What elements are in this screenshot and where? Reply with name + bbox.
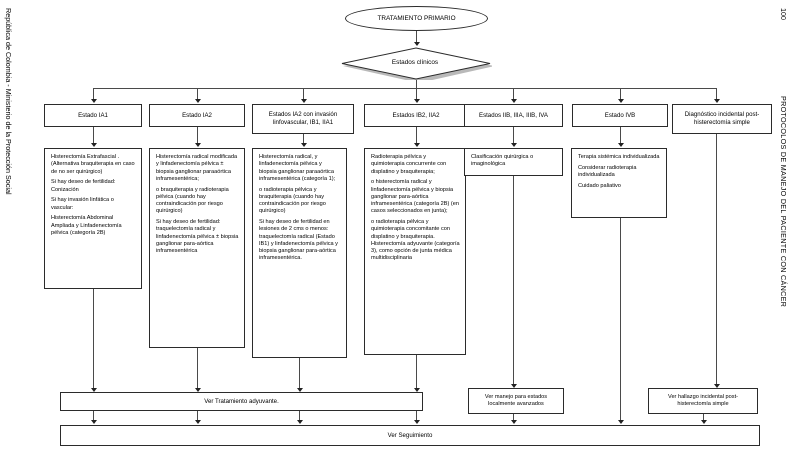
arrow-start-to-decision xyxy=(413,42,420,46)
arrow-ia2lv-to-adyuvante xyxy=(296,388,303,392)
bus-drop-7 xyxy=(716,88,717,101)
decision-label-wrap: Estados clínicos xyxy=(391,59,439,66)
connector-adyuvante-drop-4 xyxy=(416,411,417,422)
left-running-head: República de Colombia - Ministerio de la… xyxy=(4,8,13,195)
stage-box-diagnostico-incidental[interactable]: Diagnóstico incidental post-histerectomí… xyxy=(672,104,774,136)
stage-box-iib-iva[interactable]: Estados IIB, IIIA, IIIB, IVA xyxy=(464,104,565,129)
treatment-paragraph: Histerectomía radical, y linfadenectomía… xyxy=(259,154,336,182)
connector-ib2-to-adyuvante xyxy=(416,355,417,390)
treatment-paragraph: Histerectomía Extrafascial . (Alternativ… xyxy=(51,154,135,175)
start-terminator: TRATAMIENTO PRIMARIO xyxy=(345,6,490,33)
connector-ia1-to-adyuvante xyxy=(93,289,94,390)
arrow-iib-to-localmente xyxy=(510,384,517,388)
connector-ia1-to-treatment xyxy=(93,127,94,145)
decision-estados-clinicos: Estados clínicos xyxy=(341,47,492,80)
outcome-box-hallazgo-incidental[interactable]: Ver hallazgo incidental post-histerectom… xyxy=(648,388,760,416)
connector-iib-to-localmente xyxy=(513,176,514,386)
connector-iib-to-treatment xyxy=(513,127,514,145)
stage-box-ib2-iia2[interactable]: Estados IB2, IIA2 xyxy=(364,104,470,129)
bus-drop-2 xyxy=(197,88,198,101)
connector-localmente-to-seguimiento xyxy=(513,414,514,422)
bus-drop-4 xyxy=(416,88,417,101)
connector-adyuvante-drop-2 xyxy=(197,411,198,422)
outcome-box-seguimiento[interactable]: Ver Seguimiento xyxy=(60,425,760,446)
arrow-ivb-to-seguimiento xyxy=(617,420,624,424)
arrow-ia1-to-treatment xyxy=(90,143,97,147)
connector-decision-down xyxy=(416,80,417,88)
arrow-ivb-to-treatment xyxy=(617,143,624,147)
connector-ia2lv-to-treatment xyxy=(303,134,304,145)
connector-ia2-to-adyuvante xyxy=(197,348,198,390)
arrow-hallazgo-to-seguimiento xyxy=(700,420,707,424)
treatment-paragraph: Terapia sistémica individualizada xyxy=(578,154,660,160)
outcome-box-tratamiento-adyuvante[interactable]: Ver Tratamiento adyuvante. xyxy=(60,392,423,411)
arrow-bus-6 xyxy=(617,99,624,103)
arrow-bus-7 xyxy=(713,99,720,103)
connector-adyuvante-drop-1 xyxy=(93,411,94,422)
treatment-paragraph: Si hay deseo de fertilidad: Conización xyxy=(51,179,116,193)
stage-box-ia2[interactable]: Estado IA2 xyxy=(149,104,247,129)
arrow-adyuvante-drop-2 xyxy=(194,420,201,424)
arrow-bus-5 xyxy=(510,99,517,103)
arrow-bus-1 xyxy=(90,99,97,103)
arrow-ia1-to-adyuvante xyxy=(90,388,97,392)
connector-ia2lv-to-adyuvante xyxy=(299,358,300,390)
treatment-paragraph: Si hay invasión linfática o vascular: xyxy=(51,197,114,211)
page-number: 100 xyxy=(779,8,788,20)
diamond-shape xyxy=(341,47,492,80)
treatment-paragraph: Si hay deseo de fertilidad en lesiones d… xyxy=(259,219,338,262)
arrow-adyuvante-drop-3 xyxy=(296,420,303,424)
treatment-box-ia2[interactable]: Histerectomía radical modificada y linfa… xyxy=(149,148,247,350)
bus-drop-1 xyxy=(93,88,94,101)
treatment-paragraph: Cuidado paliativo xyxy=(578,182,621,189)
bus-drop-6 xyxy=(620,88,621,101)
treatment-box-ia2-linfovascular[interactable]: Histerectomía radical, y linfadenectomía… xyxy=(252,148,349,360)
stage-box-ia2-linfovascular[interactable]: Estados IA2 con invasión linfovascular, … xyxy=(252,104,356,136)
treatment-paragraph: Si hay deseo de fertilidad: traquelectom… xyxy=(156,219,239,255)
treatment-box-ib2-iia2[interactable]: Radioterapia pélvica y quimioterapia con… xyxy=(364,148,468,357)
treatment-paragraph: o radioterapia pélvica y quimioterapia c… xyxy=(371,219,460,262)
connector-ivb-to-seguimiento xyxy=(620,218,621,422)
arrow-bus-2 xyxy=(194,99,201,103)
treatment-paragraph: Considerar radioterapia individualizada xyxy=(578,164,637,179)
treatment-paragraph: Histerectomía radical modificada y linfa… xyxy=(156,154,238,182)
arrow-incidental-to-hallazgo xyxy=(713,384,720,388)
right-running-head: PROTOCOLOS DE MANEJO DEL PACIENTE CON CÁ… xyxy=(779,96,788,308)
distribution-bus xyxy=(93,88,716,89)
bus-drop-5 xyxy=(513,88,514,101)
outcome-box-localmente-avanzados[interactable]: Ver manejo para estados localmente avanz… xyxy=(468,388,566,416)
arrow-ib2-to-treatment xyxy=(413,143,420,147)
arrow-adyuvante-drop-1 xyxy=(90,420,97,424)
treatment-paragraph: o histerectomía radical y linfadenectomí… xyxy=(371,179,459,215)
treatment-paragraph: Clasificación quirúrgica o imaginológica xyxy=(471,154,534,168)
treatment-paragraph: Histerectomía Abdominal Ampliada y Linfa… xyxy=(51,215,122,236)
treatment-box-ia1[interactable]: Histerectomía Extrafascial . (Alternativ… xyxy=(44,148,144,291)
treatment-paragraph: o radioterapia pélvica y braquiterapia (… xyxy=(259,186,326,215)
stage-box-ivb[interactable]: Estado IVB xyxy=(572,104,670,129)
connector-start-to-decision xyxy=(416,31,417,45)
connector-hallazgo-to-seguimiento xyxy=(703,414,704,422)
arrow-adyuvante-drop-4 xyxy=(413,420,420,424)
connector-ib2-to-treatment xyxy=(416,127,417,145)
arrow-ib2-to-adyuvante xyxy=(413,388,420,392)
treatment-box-ivb[interactable]: Terapia sistémica individualizada Consid… xyxy=(571,148,669,220)
connector-incidental-to-hallazgo xyxy=(716,134,717,386)
arrow-localmente-to-seguimiento xyxy=(510,420,517,424)
arrow-iib-to-treatment xyxy=(510,143,517,147)
stage-box-ia1[interactable]: Estado IA1 xyxy=(44,104,144,129)
arrow-ia2-to-adyuvante xyxy=(194,388,201,392)
connector-ia2-to-treatment xyxy=(197,127,198,145)
bus-drop-3 xyxy=(303,88,304,101)
arrow-bus-4 xyxy=(413,99,420,103)
connector-adyuvante-drop-3 xyxy=(299,411,300,422)
treatment-paragraph: o braquiterapia y radioterapia pélvica (… xyxy=(156,186,229,215)
treatment-paragraph: Radioterapia pélvica y quimioterapia con… xyxy=(371,154,447,175)
arrow-ia2lv-to-treatment xyxy=(300,143,307,147)
arrow-bus-3 xyxy=(300,99,307,103)
connector-ivb-to-treatment xyxy=(620,127,621,145)
treatment-box-iib-iva[interactable]: Clasificación quirúrgica o imaginológica xyxy=(464,148,565,178)
arrow-ia2-to-treatment xyxy=(194,143,201,147)
